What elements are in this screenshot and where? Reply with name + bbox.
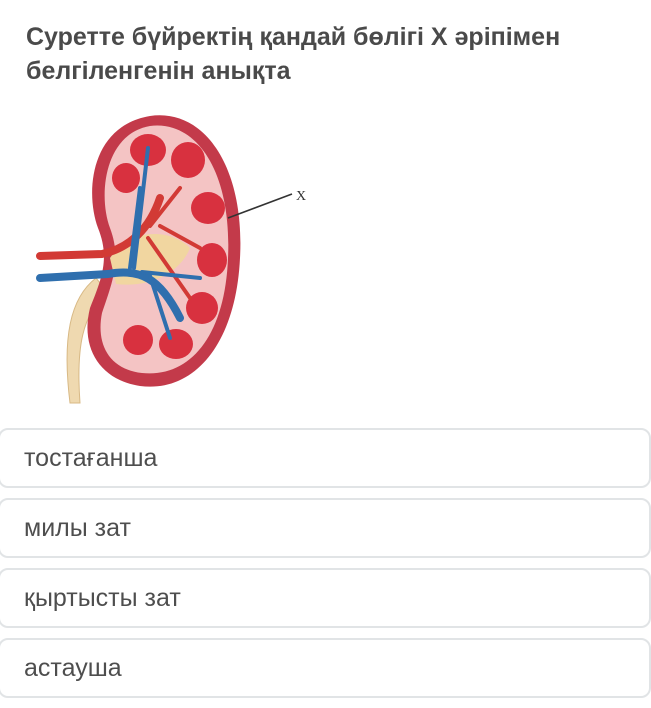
answer-option-1[interactable]: тостағанша [0, 428, 651, 488]
kidney-diagram: X [36, 115, 306, 404]
question-line-1: Суретте бүйректің қандай бөлігі X әріпім… [26, 23, 561, 51]
answer-options: тостағанша милы зат қыртысты зат астауша [0, 428, 651, 708]
answer-option-4[interactable]: астауша [0, 638, 651, 698]
pointer-line [227, 193, 293, 219]
answer-option-3[interactable]: қыртысты зат [0, 568, 651, 628]
blood-vessels [36, 146, 202, 340]
question-line-2: белгіленгенін анықта [26, 57, 291, 85]
answer-option-2[interactable]: милы зат [0, 498, 651, 558]
question-text: Суретте бүйректің қандай бөлігі X әріпім… [26, 20, 626, 88]
kidney-illustration: X [30, 108, 330, 408]
marker-x-label: X [296, 189, 306, 204]
